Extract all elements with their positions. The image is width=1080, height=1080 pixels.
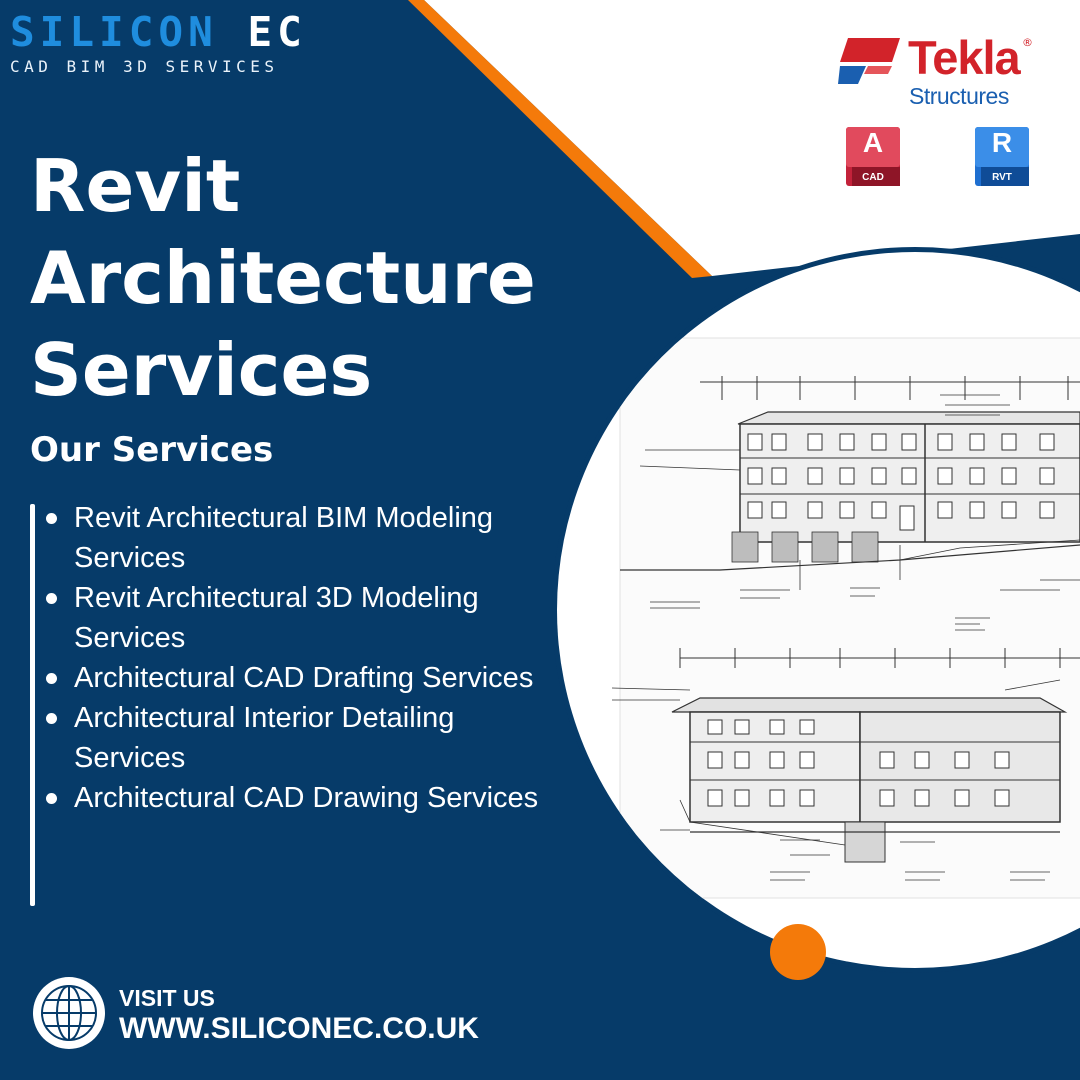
white-corner-panel	[424, 0, 1080, 276]
service-label: Architectural CAD Drawing Services	[74, 782, 539, 814]
brand-logo: SILICON EC CAD BIM 3D SERVICES	[10, 12, 307, 77]
brand-name: SILICON EC	[10, 12, 307, 53]
page-title: Revit Architecture Services	[30, 140, 536, 416]
service-label: Architectural Interior Detailing Service…	[74, 702, 455, 774]
bullet-dot	[46, 793, 57, 804]
bullet-dot	[46, 593, 57, 604]
list-item: Revit Architectural BIM Modeling Service…	[45, 498, 560, 578]
revit-letter: R	[991, 127, 1013, 158]
autocad-label: CAD	[862, 172, 884, 183]
autocad-letter: A	[862, 127, 884, 158]
services-list: Revit Architectural BIM Modeling Service…	[45, 498, 560, 818]
globe-icon	[33, 977, 105, 1049]
title-line-3: Services	[30, 328, 373, 412]
tekla-registered-mark: ®	[1022, 36, 1033, 49]
orange-diagonal-stripe	[408, 0, 712, 278]
services-vertical-bar	[30, 504, 35, 906]
website-link[interactable]: WWW.SILICONEC.CO.UK	[119, 1012, 479, 1045]
list-item: Revit Architectural 3D Modeling Services	[45, 578, 560, 658]
bullet-dot	[46, 713, 57, 724]
orange-dot	[770, 924, 826, 980]
bullet-dot	[46, 513, 57, 524]
tekla-structures-logo: Tekla ® Structures	[838, 34, 1038, 114]
title-line-1: Revit	[30, 144, 241, 228]
service-label: Revit Architectural BIM Modeling Service…	[74, 502, 494, 574]
visit-label: VISIT US	[119, 985, 215, 1011]
bullet-dot	[46, 673, 57, 684]
list-item: Architectural CAD Drafting Services	[45, 658, 560, 698]
brand-name-part2: EC	[247, 8, 307, 56]
list-item: Architectural CAD Drawing Services	[45, 778, 560, 818]
brand-tagline: CAD BIM 3D SERVICES	[10, 57, 279, 76]
service-label: Architectural CAD Drafting Services	[74, 662, 534, 694]
service-label: Revit Architectural 3D Modeling Services	[74, 582, 479, 654]
list-item: Architectural Interior Detailing Service…	[45, 698, 560, 778]
brand-name-part1: SILICON	[10, 8, 218, 56]
tekla-mark-icon	[838, 38, 900, 84]
revit-icon: R RVT	[975, 127, 1029, 186]
services-heading: Our Services	[30, 430, 274, 470]
architectural-elevation-drawing	[611, 337, 1080, 899]
tekla-name: Tekla	[908, 31, 1021, 84]
tekla-subtitle: Structures	[909, 83, 1009, 109]
revit-label: RVT	[992, 172, 1012, 183]
autocad-icon: A CAD	[846, 127, 900, 186]
title-line-2: Architecture	[30, 236, 536, 320]
